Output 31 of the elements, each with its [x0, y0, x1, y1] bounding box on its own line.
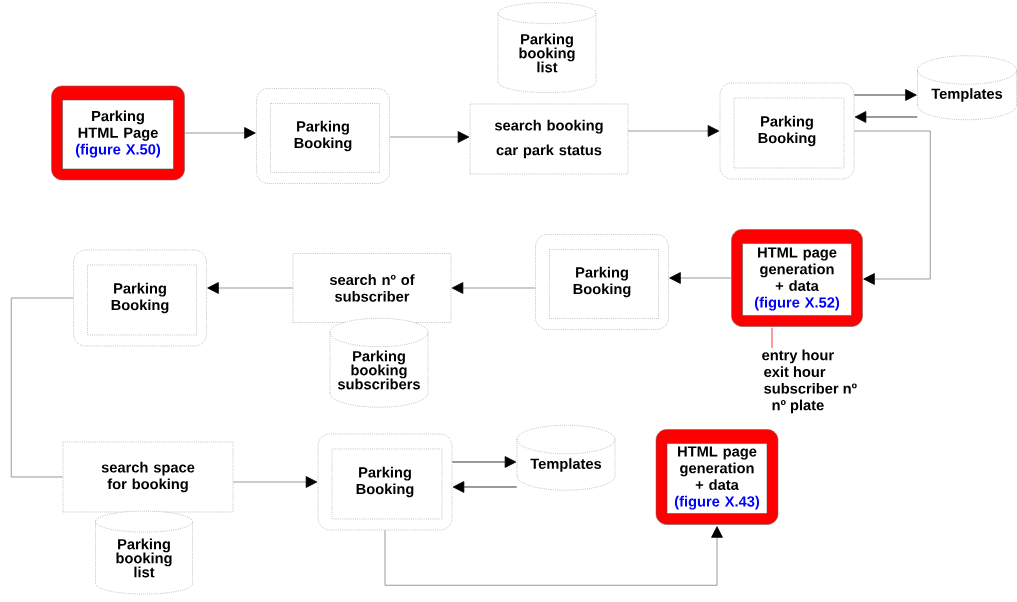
database-cylinder: Templates	[917, 55, 1017, 120]
arrow	[384, 526, 723, 586]
leader-line	[771, 327, 773, 349]
double-border-box: Parking Booking	[73, 249, 207, 347]
arrow	[853, 89, 917, 101]
database-cylinder: Templates	[516, 424, 616, 491]
database-cylinder: Parking booking list	[95, 510, 193, 595]
arrow	[627, 125, 720, 137]
arrow	[451, 282, 536, 294]
arrow	[207, 282, 294, 294]
process-box: search booking car park status	[469, 103, 629, 175]
arrow	[669, 272, 732, 284]
arrow	[854, 111, 918, 123]
arrow	[184, 127, 256, 139]
arrow	[232, 476, 318, 488]
arrow	[853, 130, 931, 285]
double-border-box: Parking Booking	[317, 433, 453, 531]
highlighted-box: HTML page generation + data (figure X.43)	[655, 429, 779, 525]
double-border-box: Parking Booking	[535, 234, 669, 330]
arrow	[452, 481, 518, 493]
connector-line	[10, 297, 74, 478]
database-cylinder: Parking booking subscribers	[329, 317, 429, 408]
arrow	[451, 456, 517, 468]
double-border-box: Parking Booking	[719, 82, 855, 180]
highlighted-box: Parking HTML Page (figure X.50)	[51, 85, 185, 181]
database-cylinder: Parking booking list	[497, 2, 597, 93]
double-border-box: Parking Booking	[256, 88, 390, 184]
annotation-text: entry hour exit hour subscriber nº nº plate	[762, 349, 857, 414]
process-box: search space for booking	[62, 441, 234, 513]
arrow	[389, 131, 470, 143]
highlighted-box: HTML page generation + data (figure X.52)	[731, 229, 863, 327]
